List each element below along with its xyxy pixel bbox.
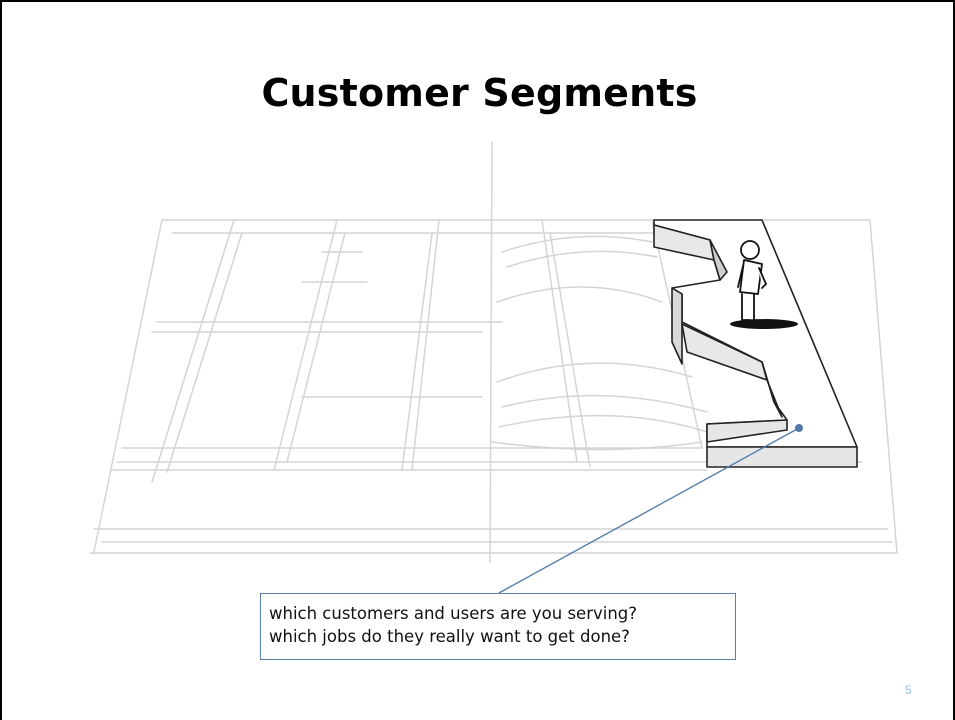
person-figure-icon: [730, 240, 798, 329]
callout-line-2: which jobs do they really want to get do…: [269, 627, 630, 646]
page-number: 5: [905, 683, 912, 697]
callout-line-1: which customers and users are you servin…: [269, 604, 638, 623]
pointer-dot-icon: [795, 424, 803, 432]
callout-pointer: [498, 424, 803, 594]
slide-title: Customer Segments: [261, 71, 698, 115]
customer-segments-platform: [653, 219, 858, 468]
canvas-grid: [89, 141, 898, 563]
callout-box: which customers and users are you servin…: [260, 593, 736, 660]
